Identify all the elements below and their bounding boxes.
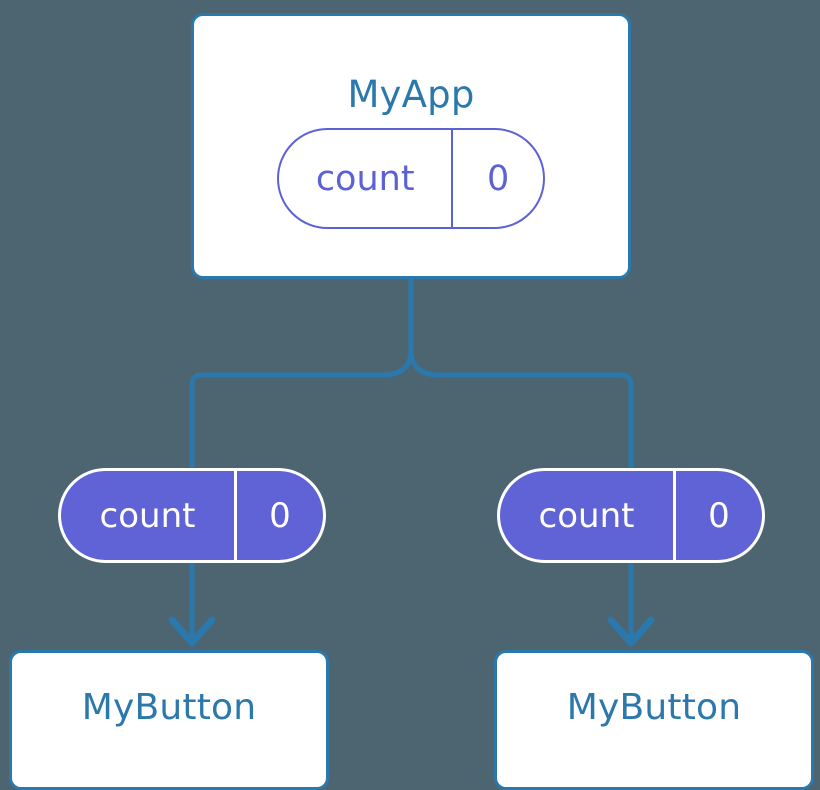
- component-title-mybutton-right: MyButton: [566, 687, 742, 728]
- diagram-canvas: MyApp count 0 count 0 MyButton count 0 M…: [9, 13, 814, 790]
- state-pill-child-right-value: 0: [673, 471, 762, 560]
- component-box-mybutton-right[interactable]: MyButton: [494, 650, 814, 790]
- state-pill-root-value: 0: [451, 130, 543, 227]
- state-pill-child-left[interactable]: count 0: [58, 468, 326, 563]
- state-pill-child-left-value: 0: [234, 471, 323, 560]
- component-title-mybutton-left: MyButton: [81, 687, 257, 728]
- state-pill-root-key: count: [315, 158, 415, 199]
- connector-branch-left: [189, 349, 414, 468]
- state-pill-child-right-key: count: [538, 495, 635, 536]
- connector-branch-right: [408, 349, 634, 468]
- state-pill-root[interactable]: count 0: [277, 128, 545, 229]
- component-box-mybutton-left[interactable]: MyButton: [9, 650, 329, 790]
- arrow-head-left: [168, 616, 216, 647]
- state-pill-child-left-key: count: [99, 495, 196, 536]
- arrow-head-right: [607, 616, 655, 647]
- component-title-myapp: MyApp: [347, 73, 475, 116]
- state-pill-child-right[interactable]: count 0: [497, 468, 765, 563]
